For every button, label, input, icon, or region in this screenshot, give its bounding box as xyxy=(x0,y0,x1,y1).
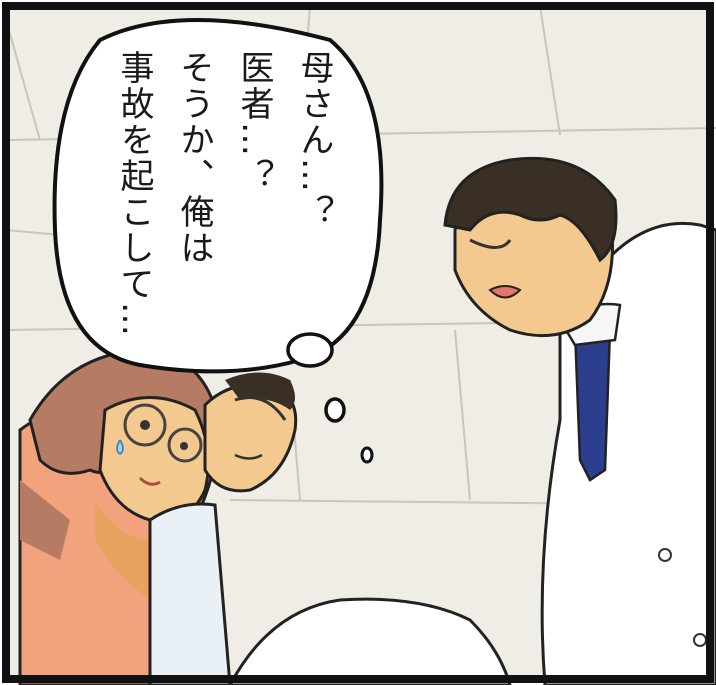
thought-line-2: 医者…？ xyxy=(234,50,274,194)
thought-line-1: 母さん…？ xyxy=(294,50,334,230)
mother-glasses-left xyxy=(123,403,167,447)
thought-line-3: そうか、俺は xyxy=(174,50,214,266)
thought-bubble-puff-small xyxy=(360,446,374,464)
thought-bubble-puff-large xyxy=(286,332,334,368)
mother-glasses-right xyxy=(167,427,203,463)
father-figure xyxy=(148,372,298,685)
mother-figure xyxy=(18,348,222,685)
thought-bubble-puff-medium xyxy=(324,397,346,423)
thought-line-4: 事故を起こして… xyxy=(114,50,154,338)
bed-sheet xyxy=(228,597,512,685)
doctor-figure xyxy=(443,156,716,685)
